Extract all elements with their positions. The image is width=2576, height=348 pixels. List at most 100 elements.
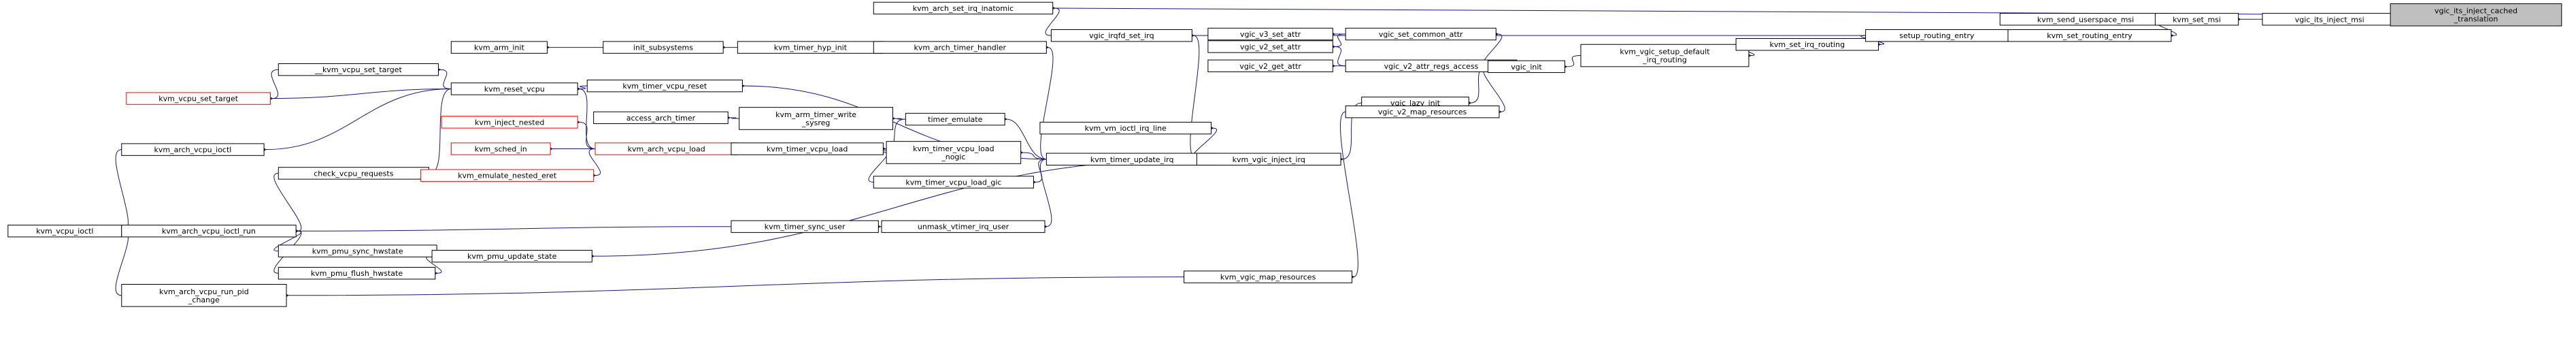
node-vgic_v2_get_attr[interactable]: vgic_v2_get_attr bbox=[1207, 59, 1333, 72]
node-vgic_v2_map_resources[interactable]: vgic_v2_map_resources bbox=[1345, 105, 1500, 118]
node-box bbox=[739, 107, 894, 130]
node-access_arch_timer[interactable]: access_arch_timer bbox=[593, 111, 729, 125]
node-init_subsystems[interactable]: init_subsystems bbox=[603, 41, 724, 54]
node-vgic_its_inject_msi[interactable]: vgic_its_inject_msi bbox=[2262, 13, 2398, 26]
edge-kvm_inject_nested-to-kvm_arch_vcpu_load bbox=[579, 122, 596, 150]
node-kvm_arm_init[interactable]: kvm_arm_init bbox=[450, 41, 548, 54]
node-kvm_timer_vcpu_reset[interactable]: kvm_timer_vcpu_reset bbox=[586, 79, 743, 93]
node-label: kvm_vgic_map_resources bbox=[1220, 273, 1316, 282]
node-box bbox=[1207, 59, 1333, 72]
node-kvm_set_irq_routing[interactable]: kvm_set_irq_routing bbox=[1735, 38, 1879, 51]
edge-unmask_vtimer_irq_user-to-kvm_timer_update_irq bbox=[1039, 159, 1052, 227]
node-kvm_vcpu_ioctl[interactable]: kvm_vcpu_ioctl bbox=[7, 225, 122, 238]
edge-vgic_v2_set_attr-to-vgic_set_common_attr bbox=[1334, 33, 1346, 46]
edge-kvm_arch_vcpu_ioctl_run-to-check_vcpu_requests bbox=[273, 172, 302, 231]
node-box bbox=[126, 92, 271, 105]
edge-kvm_arch_vcpu_ioctl_run-to-kvm_timer_sync_user bbox=[297, 226, 731, 232]
node-label: vgic_irqfd_set_irq bbox=[1089, 31, 1154, 40]
node-vgic_init[interactable]: vgic_init bbox=[1488, 60, 1565, 74]
edge-kvm_timer_vcpu_load_nogic-to-kvm_timer_update_irq bbox=[1022, 153, 1047, 160]
edge-kvm_pmu_update_state-to-kvm_vgic_inject_irq bbox=[593, 159, 1197, 256]
node-kvm_reset_vcpu[interactable]: kvm_reset_vcpu bbox=[450, 82, 578, 95]
node-box bbox=[603, 41, 724, 54]
edge-kvm_arch_vcpu_ioctl-to-kvm_reset_vcpu bbox=[265, 88, 452, 149]
node-label: vgic_v2_set_attr bbox=[1240, 42, 1301, 51]
node-label: _sysreg bbox=[801, 118, 831, 127]
node-kvm_inject_nested[interactable]: kvm_inject_nested bbox=[441, 116, 578, 129]
node-timer_emulate[interactable]: timer_emulate bbox=[905, 112, 1005, 126]
node-kvm_timer_vcpu_load[interactable]: kvm_timer_vcpu_load bbox=[731, 142, 884, 155]
node-label: kvm_timer_vcpu_load_gic bbox=[905, 178, 1001, 187]
node-kvm_arch_set_irq_inatomic[interactable]: kvm_arch_set_irq_inatomic bbox=[873, 1, 1054, 15]
node-kvm_timer_vcpu_load_nogic[interactable]: kvm_timer_vcpu_load_nogic bbox=[886, 141, 1022, 164]
node-kvm_arch_vcpu_ioctl_run[interactable]: kvm_arch_vcpu_ioctl_run bbox=[121, 225, 297, 238]
node-label: kvm_arch_timer_handler bbox=[914, 44, 1007, 52]
node-label: kvm_inject_nested bbox=[475, 118, 544, 127]
node-label: kvm_arm_timer_write bbox=[775, 110, 856, 119]
node-label: unmask_vtimer_irq_user bbox=[918, 223, 1009, 232]
node-box bbox=[2154, 13, 2239, 26]
node-kvm_arch_timer_handler[interactable]: kvm_arch_timer_handler bbox=[873, 41, 1047, 54]
node-setup_routing_entry[interactable]: setup_routing_entry bbox=[1865, 29, 2009, 42]
edge-kvm_reset_vcpu-to-kvm_timer_vcpu_reset bbox=[579, 86, 588, 89]
edge-vgic_irqfd_set_irq-to-kvm_vgic_inject_irq bbox=[1190, 35, 1200, 160]
node-box bbox=[1207, 40, 1333, 53]
edge-__kvm_vcpu_set_target-to-kvm_reset_vcpu bbox=[439, 69, 452, 89]
node-check_vcpu_requests[interactable]: check_vcpu_requests bbox=[278, 167, 429, 180]
node-box bbox=[1488, 60, 1565, 74]
node-label: init_subsystems bbox=[633, 44, 693, 52]
node-box bbox=[586, 79, 743, 93]
node-kvm_pmu_sync_hwstate[interactable]: kvm_pmu_sync_hwstate bbox=[278, 244, 437, 257]
node-label: timer_emulate bbox=[928, 115, 982, 124]
node-label: _irq_routing bbox=[1642, 56, 1687, 65]
node-kvm_send_userspace_msi[interactable]: kvm_send_userspace_msi bbox=[1999, 13, 2172, 26]
node-box bbox=[1735, 38, 1879, 51]
node-kvm_arch_vcpu_run_pid_change[interactable]: kvm_arch_vcpu_run_pid_change bbox=[121, 283, 287, 307]
edge-kvm_arch_vcpu_run_pid_change-to-kvm_vgic_map_resources bbox=[288, 276, 1184, 296]
node-unmask_vtimer_irq_user[interactable]: unmask_vtimer_irq_user bbox=[881, 220, 1046, 233]
node-label: kvm_pmu_sync_hwstate bbox=[312, 247, 403, 256]
node-kvm_vgic_map_resources[interactable]: kvm_vgic_map_resources bbox=[1184, 270, 1353, 283]
node-kvm_arm_timer_write_sysreg[interactable]: kvm_arm_timer_write_sysreg bbox=[739, 107, 894, 130]
node-vgic_set_common_attr[interactable]: vgic_set_common_attr bbox=[1345, 27, 1496, 41]
node-box bbox=[1580, 44, 1750, 67]
node-kvm_pmu_update_state[interactable]: kvm_pmu_update_state bbox=[431, 249, 592, 263]
node-kvm_vgic_setup_default_irq_routing[interactable]: kvm_vgic_setup_default_irq_routing bbox=[1580, 44, 1750, 67]
edge-kvm_timer_vcpu_load_gic-to-kvm_timer_update_irq bbox=[1035, 159, 1047, 183]
node-kvm_sched_in[interactable]: kvm_sched_in bbox=[450, 142, 551, 155]
edge-kvm_reset_vcpu-to-kvm_arch_vcpu_load bbox=[579, 89, 596, 150]
node-kvm_vgic_inject_irq[interactable]: kvm_vgic_inject_irq bbox=[1196, 153, 1341, 165]
node-kvm_set_routing_entry[interactable]: kvm_set_routing_entry bbox=[2007, 29, 2172, 42]
node-label: setup_routing_entry bbox=[1899, 31, 1975, 40]
node-kvm_pmu_flush_hwstate[interactable]: kvm_pmu_flush_hwstate bbox=[278, 266, 436, 280]
edge-kvm_arch_timer_handler-to-kvm_timer_update_irq bbox=[1040, 48, 1054, 160]
edge-kvm_emulate_nested_eret-to-kvm_arch_vcpu_load bbox=[589, 148, 601, 176]
node-kvm_timer_vcpu_load_gic[interactable]: kvm_timer_vcpu_load_gic bbox=[873, 176, 1035, 189]
node-label: kvm_timer_hyp_init bbox=[774, 44, 848, 52]
node-kvm_vm_ioctl_irq_line[interactable]: kvm_vm_ioctl_irq_line bbox=[1039, 121, 1212, 135]
node-vgic_irqfd_set_irq[interactable]: vgic_irqfd_set_irq bbox=[1050, 29, 1192, 42]
node-label: kvm_sched_in bbox=[475, 145, 527, 154]
node-label: vgic_its_inject_cached bbox=[2435, 7, 2518, 16]
node-kvm_timer_hyp_init[interactable]: kvm_timer_hyp_init bbox=[737, 41, 884, 54]
node-vgic_v2_set_attr[interactable]: vgic_v2_set_attr bbox=[1207, 40, 1333, 53]
node-vgic_v3_set_attr[interactable]: vgic_v3_set_attr bbox=[1207, 27, 1333, 41]
node-box bbox=[2390, 3, 2562, 27]
node-box bbox=[450, 41, 548, 54]
node-kvm_arch_vcpu_ioctl[interactable]: kvm_arch_vcpu_ioctl bbox=[121, 143, 265, 156]
node-kvm_timer_update_irq[interactable]: kvm_timer_update_irq bbox=[1046, 153, 1218, 165]
edge-kvm_arch_set_irq_inatomic-to-vgic_irqfd_set_irq bbox=[1045, 8, 1060, 36]
node-box bbox=[593, 111, 729, 125]
node-box bbox=[450, 82, 578, 95]
node-kvm_set_msi[interactable]: kvm_set_msi bbox=[2154, 13, 2239, 26]
node-vgic_its_inject_cached_translation: vgic_its_inject_cached_translation bbox=[2390, 3, 2562, 27]
node-kvm_timer_sync_user[interactable]: kvm_timer_sync_user bbox=[731, 220, 879, 233]
edge-kvm_arm_timer_write_sysreg-to-timer_emulate bbox=[894, 118, 906, 119]
node-label: kvm_pmu_flush_hwstate bbox=[311, 269, 403, 278]
node-box bbox=[278, 63, 439, 76]
node-kvm_emulate_nested_eret[interactable]: kvm_emulate_nested_eret bbox=[420, 169, 595, 182]
node-kvm_vcpu_set_target[interactable]: kvm_vcpu_set_target bbox=[126, 92, 271, 105]
node-__kvm_vcpu_set_target[interactable]: __kvm_vcpu_set_target bbox=[278, 63, 439, 76]
node-kvm_arch_vcpu_load[interactable]: kvm_arch_vcpu_load bbox=[595, 142, 738, 155]
